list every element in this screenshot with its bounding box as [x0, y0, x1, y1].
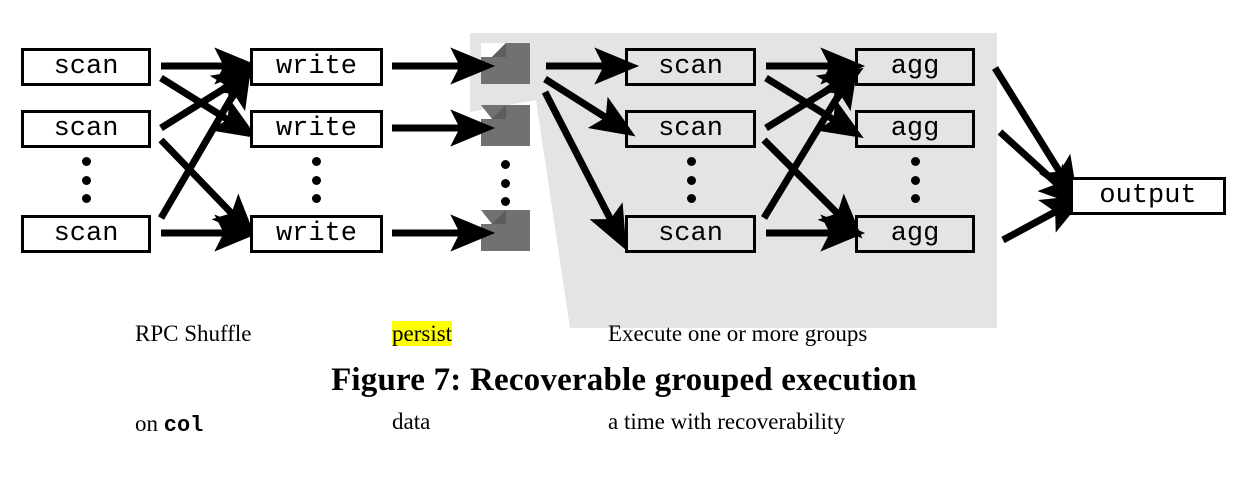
- group-execution-annotation: Execute one or more groups a time with r…: [608, 264, 867, 492]
- arrow-scan2-to-write3: [158, 137, 257, 239]
- node-label: agg: [890, 113, 940, 144]
- write-node[interactable]: write: [250, 110, 383, 148]
- scan-node[interactable]: scan: [21, 215, 151, 253]
- arrow-rscan3-to-agg1: [761, 63, 858, 220]
- arrow-doc1-to-scan2: [543, 76, 636, 137]
- rpc-shuffle-column-name: col: [163, 413, 204, 438]
- rpc-shuffle-line1: RPC Shuffle: [135, 321, 252, 346]
- document-icon: [481, 105, 530, 146]
- write-stage-ellipsis: [311, 157, 321, 203]
- document-icon: [481, 43, 530, 84]
- arrow-rscan2-to-agg3: [761, 137, 863, 239]
- write-node[interactable]: write: [250, 215, 383, 253]
- node-label: agg: [890, 218, 940, 249]
- group-execution-line2: a time with recoverability: [608, 409, 845, 434]
- scan-node[interactable]: scan: [21, 48, 151, 86]
- arrow-doc1-to-scan3: [541, 90, 627, 251]
- node-label: write: [275, 51, 357, 82]
- figure-recoverable-grouped-execution: scan scan scan write write write scan sc…: [21, 33, 1226, 438]
- node-label: write: [275, 113, 357, 144]
- output-node[interactable]: output: [1070, 177, 1226, 215]
- node-label: scan: [53, 218, 119, 249]
- node-label: scan: [658, 113, 723, 144]
- node-label: output: [1099, 180, 1197, 211]
- rpc-shuffle-line2: on col: [135, 410, 252, 440]
- persist-annotation: persist data: [392, 264, 453, 492]
- agg-stage-ellipsis: [910, 157, 920, 203]
- agg-node[interactable]: agg: [855, 215, 975, 253]
- group-execution-line1: Execute one or more groups: [608, 321, 868, 346]
- arrow-agg1-to-output: [992, 66, 1079, 202]
- node-label: scan: [658, 218, 723, 249]
- document-icon: [481, 210, 530, 251]
- figure-caption: Figure 7: Recoverable grouped execution: [331, 362, 917, 398]
- arrow-agg2-to-output: [997, 129, 1084, 208]
- scan-node[interactable]: scan: [625, 110, 756, 148]
- node-label: agg: [890, 51, 940, 82]
- agg-node[interactable]: agg: [855, 48, 975, 86]
- scan-stage-left-ellipsis: [81, 157, 91, 203]
- rpc-shuffle-line2-prefix: on: [135, 411, 164, 436]
- persist-line2: data: [392, 409, 431, 434]
- persisted-data-ellipsis: [500, 160, 510, 206]
- persist-highlighted-label: persist: [392, 321, 453, 346]
- node-label: write: [275, 218, 357, 249]
- scan-node[interactable]: scan: [625, 48, 756, 86]
- node-label: scan: [658, 51, 723, 82]
- scan-node[interactable]: scan: [625, 215, 756, 253]
- agg-node[interactable]: agg: [855, 110, 975, 148]
- arrow-agg3-to-output: [1001, 195, 1087, 244]
- node-label: scan: [53, 113, 119, 144]
- rpc-shuffle-annotation: RPC Shuffle on col: [135, 264, 252, 496]
- scan-node[interactable]: scan: [21, 110, 151, 148]
- diagram-vector-layer: [157, 33, 1087, 328]
- scan-stage-right-ellipsis: [686, 157, 696, 203]
- write-node[interactable]: write: [250, 48, 383, 86]
- arrow-scan3-to-write1: [157, 63, 252, 220]
- node-label: scan: [53, 51, 119, 82]
